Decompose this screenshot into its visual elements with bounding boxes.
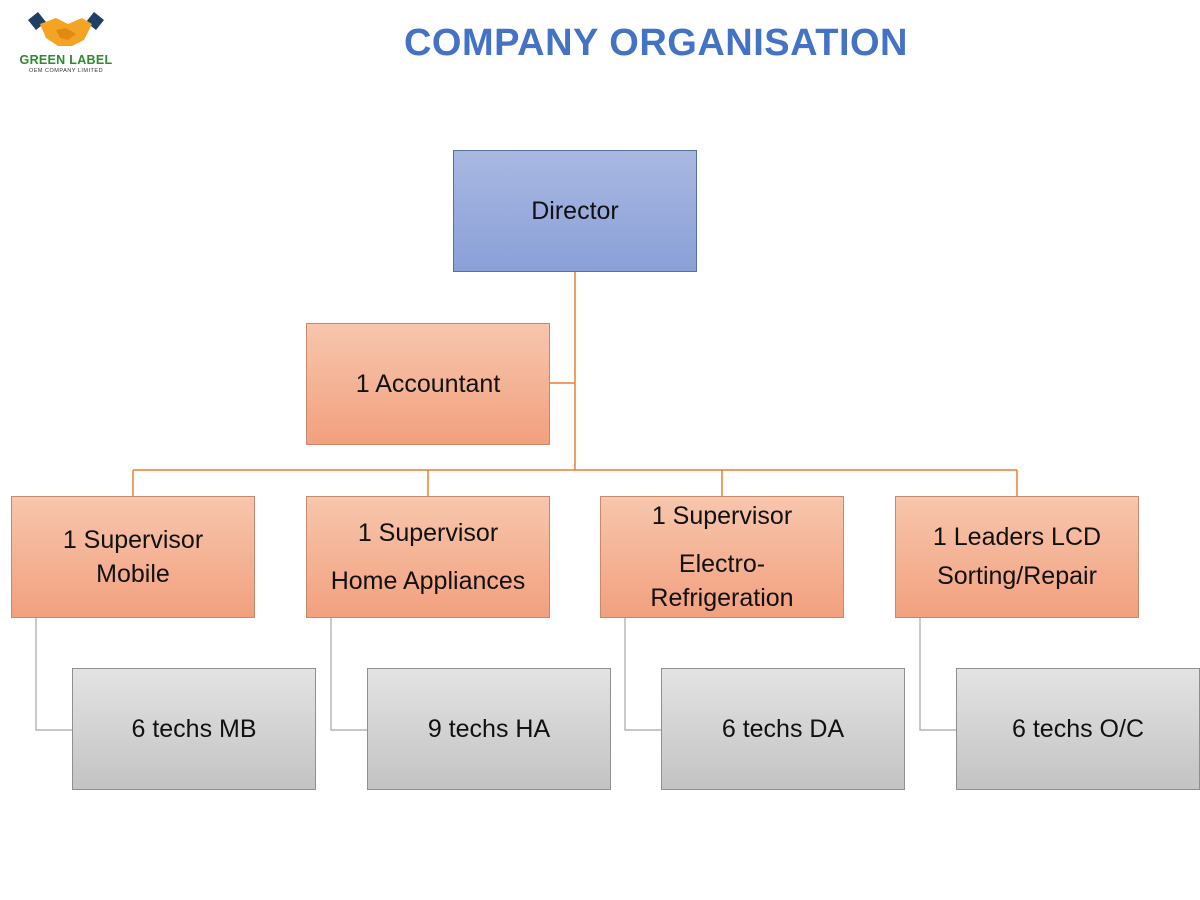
supervisor-mobile-dept: Mobile [96,560,170,588]
leader-lcd-title: 1 Leaders LCD [932,523,1102,551]
logo-subtitle: OEM COMPANY LIMITED [28,68,104,74]
logo-name: GREEN LABEL [19,53,113,67]
team-mobile-label: 6 techs MB [131,715,257,743]
supervisor-mobile-box: 1 Supervisor Mobile [11,496,255,618]
company-logo: GREEN LABEL OEM COMPANY LIMITED [10,10,122,80]
supervisor-home-appliances-box: 1 Supervisor Home Appliances [306,496,550,618]
supervisor-electro-refrigeration-box: 1 Supervisor Electro- Refrigeration [600,496,844,618]
page-title: COMPANY ORGANISATION [403,22,909,64]
accountant-box: 1 Accountant [306,323,550,445]
supervisor-electro-refrigeration-title: 1 Supervisor [651,502,793,530]
team-lcd-box: 6 techs O/C [956,668,1200,790]
leader-lcd-box: 1 Leaders LCD Sorting/Repair [895,496,1139,618]
leader-lcd-dept: Sorting/Repair [937,562,1097,590]
supervisor-mobile-title: 1 Supervisor [62,526,204,554]
handshake-icon [28,12,104,46]
supervisor-electro-refrigeration-dept-line1: Electro- [678,550,766,578]
supervisor-home-appliances-dept: Home Appliances [330,567,526,595]
connector-team-1 [35,617,72,731]
connector-team-3 [624,617,661,731]
supervisor-electro-refrigeration-dept-line2: Refrigeration [650,584,794,612]
team-electro-refrigeration-box: 6 techs DA [661,668,905,790]
connector-team-4 [919,617,956,731]
team-electro-refrigeration-label: 6 techs DA [721,715,845,743]
director-label: Director [531,197,619,225]
team-lcd-label: 6 techs O/C [1012,715,1144,743]
director-box: Director [453,150,697,272]
team-home-appliances-box: 9 techs HA [367,668,611,790]
team-home-appliances-label: 9 techs HA [427,715,551,743]
connector-team-2 [330,617,367,731]
team-mobile-box: 6 techs MB [72,668,316,790]
supervisor-home-appliances-title: 1 Supervisor [357,519,499,547]
accountant-label: 1 Accountant [355,370,501,398]
